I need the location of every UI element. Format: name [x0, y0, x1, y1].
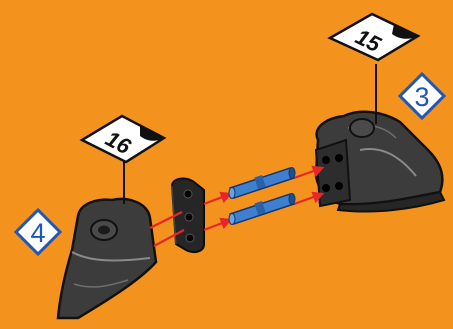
step-number-3: 3 — [414, 82, 429, 112]
tag-left: 16 — [82, 116, 164, 162]
pin — [229, 194, 295, 225]
pin — [229, 168, 295, 199]
right-rock-piece — [316, 112, 444, 212]
step-number-4: 4 — [30, 218, 45, 248]
step-badge-3: 3 — [400, 74, 444, 118]
tag-right: 15 — [330, 14, 418, 60]
left-rock-piece — [58, 199, 156, 318]
step-badge-4: 4 — [16, 210, 60, 254]
